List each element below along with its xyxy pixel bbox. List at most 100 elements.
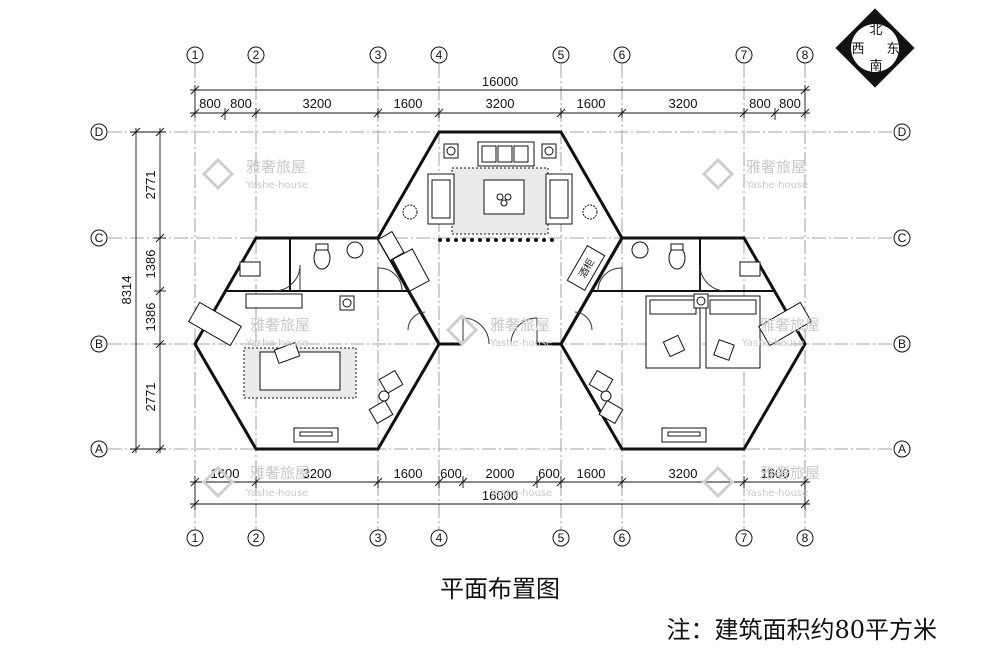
plant-right [582,204,598,220]
left-wardrobe [245,293,303,309]
right-bedroom-furniture [588,241,812,443]
dim-left-1: 2771 [143,171,158,200]
axis-label-col-8-bottom: 8 [802,531,809,545]
dim-bottom-2: 3200 [303,466,332,481]
watermark-7: Yashe-house [489,488,552,499]
axis-label-col-2-top: 2 [253,48,260,62]
compass-east: 东 [886,42,899,57]
dim-top-6: 1600 [577,96,606,111]
axis-label-col-4-top: 4 [436,48,443,62]
compass-rose: 北 西 东 南 [835,8,915,88]
axis-label-col-5-bottom: 5 [558,531,565,545]
dim-top-2: 800 [230,96,252,111]
wine-cabinet: 酒柜 [566,244,606,292]
dim-bottom-5: 2000 [486,466,515,481]
axis-label-row-d-right: D [898,125,907,139]
dim-bottom-7: 1600 [577,466,606,481]
dim-bottom-8: 3200 [669,466,698,481]
axis-label-col-3-top: 3 [375,48,382,62]
left-bathroom-sink [239,261,261,277]
svg-text:雅奢旅屋: 雅奢旅屋 [490,316,550,334]
right-bathroom-sink [739,261,761,277]
left-bedroom-furniture [188,241,404,443]
drawing-title: 平面布置图 [440,575,560,603]
axis-bubbles-top [186,46,814,64]
plant-left [402,204,418,220]
watermark-6: 雅奢旅屋 Yashe-house [201,464,310,499]
right-armchair-2 [598,399,624,425]
svg-text:雅奢旅屋: 雅奢旅屋 [250,464,310,482]
svg-text:雅奢旅屋: 雅奢旅屋 [760,464,820,482]
door-swings [273,264,727,345]
svg-text:Yashe-house: Yashe-house [745,180,808,191]
svg-text:雅奢旅屋: 雅奢旅屋 [250,316,310,334]
left-basin [346,241,364,259]
dim-top-9: 800 [779,96,801,111]
axis-label-col-7-bottom: 7 [741,531,748,545]
axis-label-row-b-right: B [898,337,906,351]
axis-label-col-5-top: 5 [558,48,565,62]
dim-top-4: 1600 [394,96,423,111]
dim-bottom-total: 16000 [482,488,518,503]
svg-text:Yashe-house: Yashe-house [741,338,804,349]
dim-top-8: 800 [749,96,771,111]
dim-bottom-6: 600 [538,466,560,481]
svg-text:雅奢旅屋: 雅奢旅屋 [760,316,820,334]
dim-top-3: 3200 [303,96,332,111]
compass-north: 北 [869,23,882,38]
right-armchair-1 [588,369,614,395]
left-dimension-lines [130,127,166,454]
left-desk [188,301,242,347]
compass-south: 南 [869,58,882,74]
watermark-3: 雅奢旅屋 Yashe-house [245,316,310,349]
svg-text:Yashe-house: Yashe-house [245,488,308,499]
axis-label-row-a-left: A [95,442,103,456]
bottom-dimension-lines [190,476,810,510]
dim-left-3: 1386 [143,303,158,332]
compass-west: 西 [851,42,864,57]
right-desk [758,301,812,347]
dim-left-total: 8314 [119,276,134,305]
svg-text:Yashe-house: Yashe-house [245,338,308,349]
dim-top-7: 3200 [669,96,698,111]
dim-top-5: 3200 [486,96,515,111]
axis-label-row-b-left: B [95,337,103,351]
svg-text:Yashe-house: Yashe-house [489,488,552,499]
watermark-2: 雅奢旅屋 Yashe-house [701,157,808,191]
svg-text:Yashe-house: Yashe-house [489,338,552,349]
dim-bottom-3: 1600 [394,466,423,481]
dim-top-total: 16000 [482,74,518,89]
axis-label-row-d-left: D [95,125,104,139]
area-note: 注：建筑面积约80平方米 [666,616,937,644]
right-basin [631,241,649,259]
watermark-5: 雅奢旅屋 Yashe-house [741,316,820,349]
axis-label-col-6-top: 6 [619,48,626,62]
living-room-furniture [377,141,598,292]
watermark-1: 雅奢旅屋 Yashe-house [201,157,308,191]
dim-left-2: 1386 [143,250,158,279]
left-armchair-1 [378,369,404,395]
svg-text:Yashe-house: Yashe-house [245,180,308,191]
axis-label-col-6-bottom: 6 [619,531,626,545]
tv-console [392,248,430,292]
dim-bottom-4: 600 [440,466,462,481]
watermark-8: 雅奢旅屋 Yashe-house [701,464,820,499]
watermark-4: 雅奢旅屋 Yashe-house [445,313,552,349]
svg-text:雅奢旅屋: 雅奢旅屋 [246,158,306,176]
hex-module-right [559,236,807,451]
wall-outlines [193,130,807,451]
axis-label-row-a-right: A [898,442,906,456]
svg-text:雅奢旅屋: 雅奢旅屋 [746,158,806,176]
axis-label-col-7-top: 7 [741,48,748,62]
dim-left-4: 2771 [143,383,158,412]
top-dimension-lines [190,85,810,120]
axis-label-col-1-bottom: 1 [192,531,199,545]
dim-top-1: 800 [199,96,221,111]
axis-label-row-c-left: C [95,231,104,245]
axis-label-row-c-right: C [898,231,907,245]
axis-label-col-2-bottom: 2 [253,531,260,545]
hex-module-left [193,236,441,451]
axis-label-col-8-top: 8 [802,48,809,62]
center-chairs [438,238,554,242]
